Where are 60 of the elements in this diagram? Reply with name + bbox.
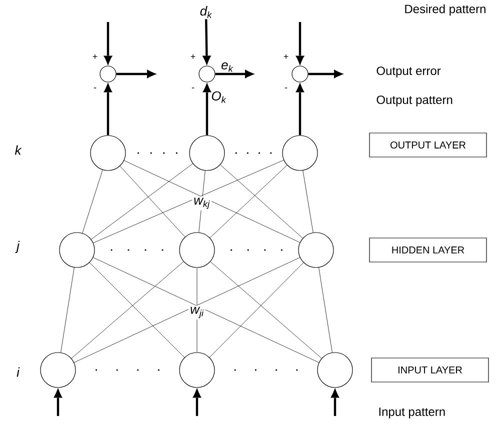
connection-line: [198, 170, 206, 232]
connection-line: [71, 261, 184, 359]
connection-line: [220, 164, 303, 238]
arrow: [202, 19, 212, 66]
neuron-circle: [59, 232, 95, 268]
arrow: [116, 70, 157, 78]
neuron-circle: [189, 135, 225, 171]
arrow: [330, 388, 340, 416]
pattern-label: Input pattern: [379, 408, 445, 418]
neuron-circle: [179, 352, 215, 388]
connection-line: [302, 170, 314, 233]
layer-box: HIDDEN LAYER: [369, 238, 487, 262]
connection-line: [82, 170, 103, 234]
summing-junction: [100, 66, 116, 82]
connection-line: [210, 261, 322, 358]
arrow: [104, 82, 112, 136]
arrow: [104, 22, 112, 66]
pattern-label: Output error: [376, 66, 441, 78]
neuron-circle: [298, 232, 334, 268]
arrow: [54, 388, 62, 416]
connection-line: [74, 257, 300, 363]
pattern-label: Desired pattern: [405, 4, 486, 16]
connection-line: [209, 262, 304, 358]
summing-junction: [198, 66, 216, 82]
layer-box: OUTPUT LAYER: [369, 132, 487, 158]
edge-label: w$_{ji}$: [188, 305, 206, 320]
connection-line: [93, 160, 284, 244]
arrow: [296, 82, 304, 136]
layer-index: k: [14, 145, 22, 155]
neuron-circle: [282, 135, 318, 171]
edge-label: e$_{k}$: [222, 62, 234, 72]
connection-line: [60, 267, 74, 353]
sign-label: +: [92, 54, 98, 59]
connection-line: [120, 166, 186, 238]
arrow: [296, 22, 304, 66]
connection-line: [92, 257, 320, 363]
arrow: [192, 388, 202, 416]
sign-label: +: [190, 54, 196, 59]
signal-label: d$_{k}$: [200, 6, 212, 18]
layer-box: INPUT LAYER: [371, 358, 489, 382]
neuron-circle: [179, 232, 215, 268]
arrow: [308, 70, 344, 78]
neuron-circle: [317, 352, 353, 388]
arrow: [202, 82, 212, 136]
connection-line: [210, 165, 288, 238]
pattern-label: Output pattern: [376, 96, 452, 106]
connection-line: [318, 267, 332, 353]
connection-line: [91, 163, 193, 240]
summing-junction: [292, 66, 308, 82]
connection-line: [124, 160, 300, 243]
layer-index: i: [16, 367, 20, 377]
neuron-circle: [40, 352, 76, 388]
layer-index: j: [15, 240, 20, 254]
sign-label: +: [284, 54, 288, 59]
arrow: [215, 70, 255, 78]
connection-line: [89, 262, 185, 358]
edge-label: O$_{k}$: [212, 91, 226, 103]
neuron-circle: [90, 135, 126, 171]
edge-label: w$_{kj}$: [192, 196, 212, 210]
connection-line: [196, 268, 198, 352]
